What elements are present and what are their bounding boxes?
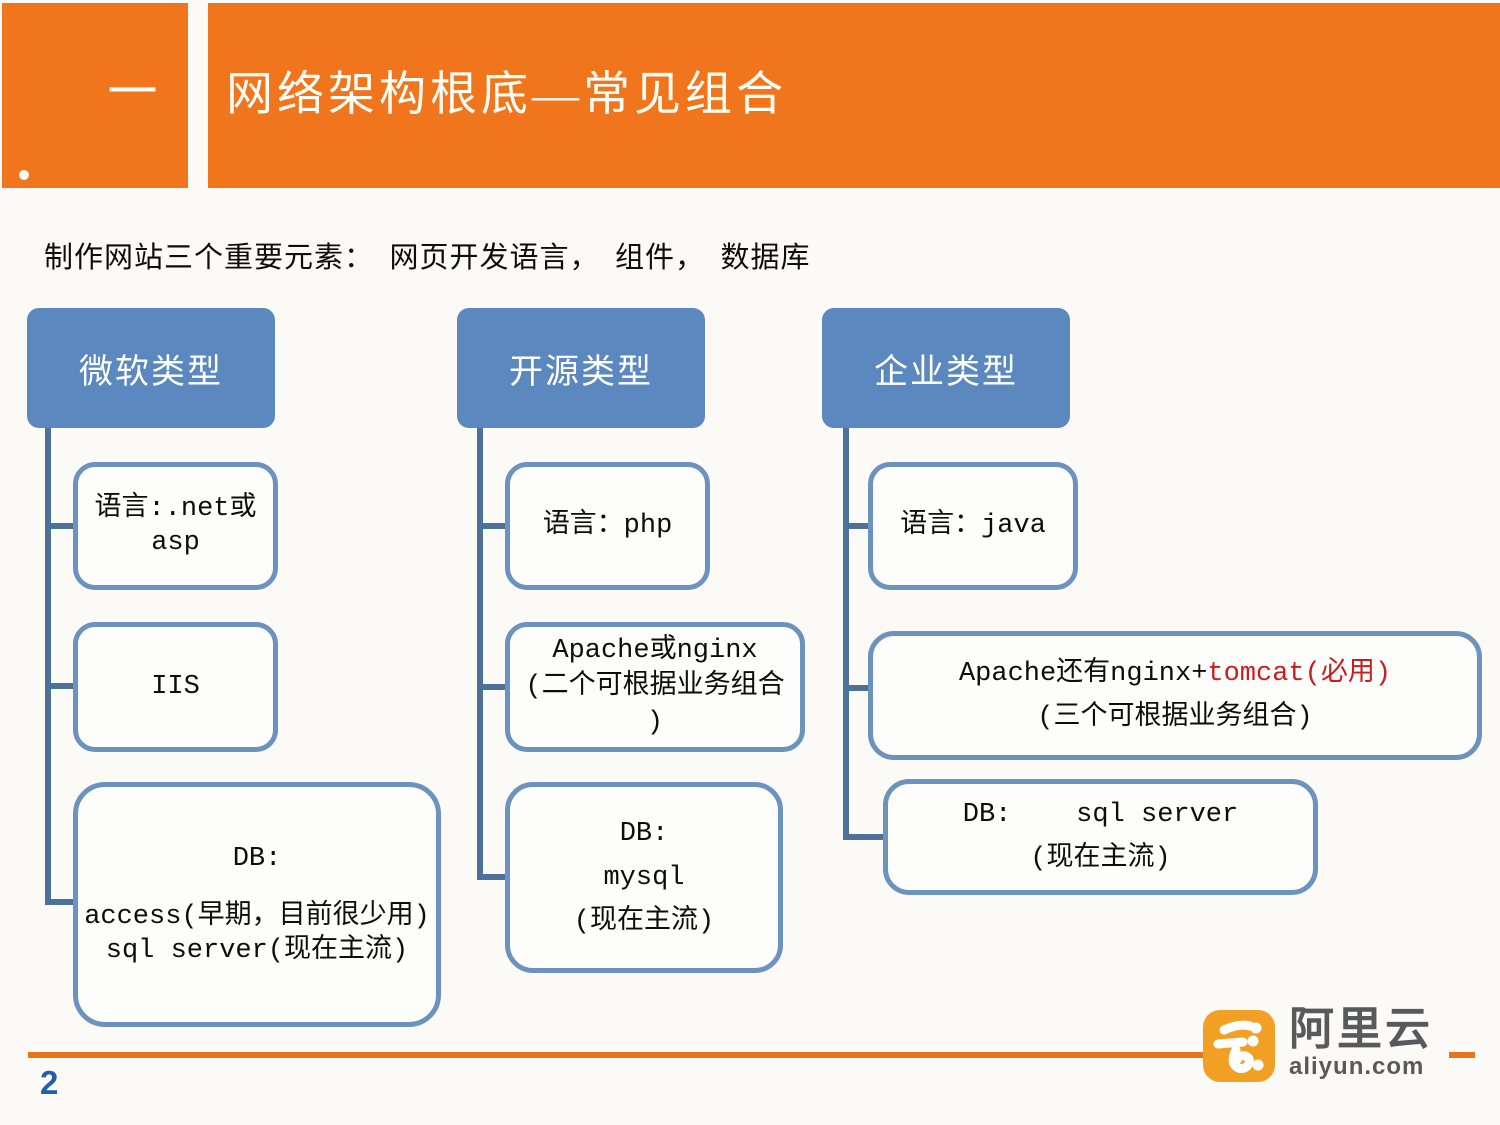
connector-stub [477,684,507,690]
tree-node-webserver: Apache或nginx (二个可根据业务组合 ) [505,622,805,752]
connector-stub [45,899,75,905]
tree-header-microsoft: 微软类型 [27,308,275,428]
tree-node-database: DB: mysql (现在主流) [505,782,783,973]
connector-stub [843,523,870,529]
aliyun-logo-text: 阿里云 aliyun.com [1289,1004,1433,1088]
node-line: sql server(现在主流) [105,935,409,966]
node-line: 语言:.net或 [94,494,257,524]
node-line-highlight: tomcat(必用) [1207,658,1392,689]
node-line: ) [646,708,664,738]
node-line: (二个可根据业务组合 [525,672,785,702]
header-dot [19,170,29,180]
subtitle: 制作网站三个重要元素： 网页开发语言， 组件， 数据库 [44,242,811,274]
node-line: (三个可根据业务组合) [1037,702,1313,733]
page-number: 2 [40,1064,59,1101]
tree-node-webserver: IIS [73,622,278,752]
node-line: access(早期，目前很少用) [84,901,430,932]
node-line-normal: Apache还有nginx+ [958,658,1208,689]
connector-stub [477,523,507,529]
section-number: 一 [107,64,158,120]
node-line: 语言：php [542,511,673,541]
node-line: asp [151,528,200,558]
node-line: (现在主流) [573,906,715,937]
section-number-block: 一 [2,3,188,188]
connector-stub [477,874,507,880]
node-line: 语言：java [900,511,1046,541]
connector-stub [45,523,75,529]
brand-name: 阿里云 [1289,1003,1434,1054]
tree-node-language: 语言：java [868,462,1078,590]
tree-node-language: 语言:.net或 asp [73,462,278,590]
page-title: 网络架构根底—常见组合 [226,69,787,121]
connector-line [45,428,51,905]
title-bar: 网络架构根底—常见组合 [208,3,1500,188]
node-line: IIS [151,672,200,702]
aliyun-cloud-icon [1203,1010,1275,1082]
node-line: Apache还有nginx+tomcat(必用) [959,652,1391,696]
tree-header-opensource: 开源类型 [457,308,705,428]
tree-node-database: DB: access(早期，目前很少用) sql server(现在主流) [73,782,441,1027]
tree-node-database: DB: sql server (现在主流) [883,779,1318,895]
connector-stub [45,683,75,689]
node-line: mysql [603,862,685,893]
node-line: Apache或nginx [552,636,758,666]
node-line: DB: [232,843,282,874]
tree-header-enterprise: 企业类型 [822,308,1070,428]
connector-stub [843,834,885,840]
brand-domain: aliyun.com [1289,1053,1425,1080]
node-line: DB: [619,818,669,849]
connector-line [477,428,483,880]
tree-node-webserver: Apache还有nginx+tomcat(必用) (三个可根据业务组合) [868,631,1482,760]
footer-rule [28,1052,1475,1058]
node-line: DB: sql server [962,800,1239,830]
node-line: (现在主流) [1030,844,1171,874]
aliyun-logo: 阿里云 aliyun.com [1203,1004,1449,1088]
tree-node-language: 语言：php [505,462,710,590]
connector-stub [843,685,870,691]
connector-line [843,428,849,840]
